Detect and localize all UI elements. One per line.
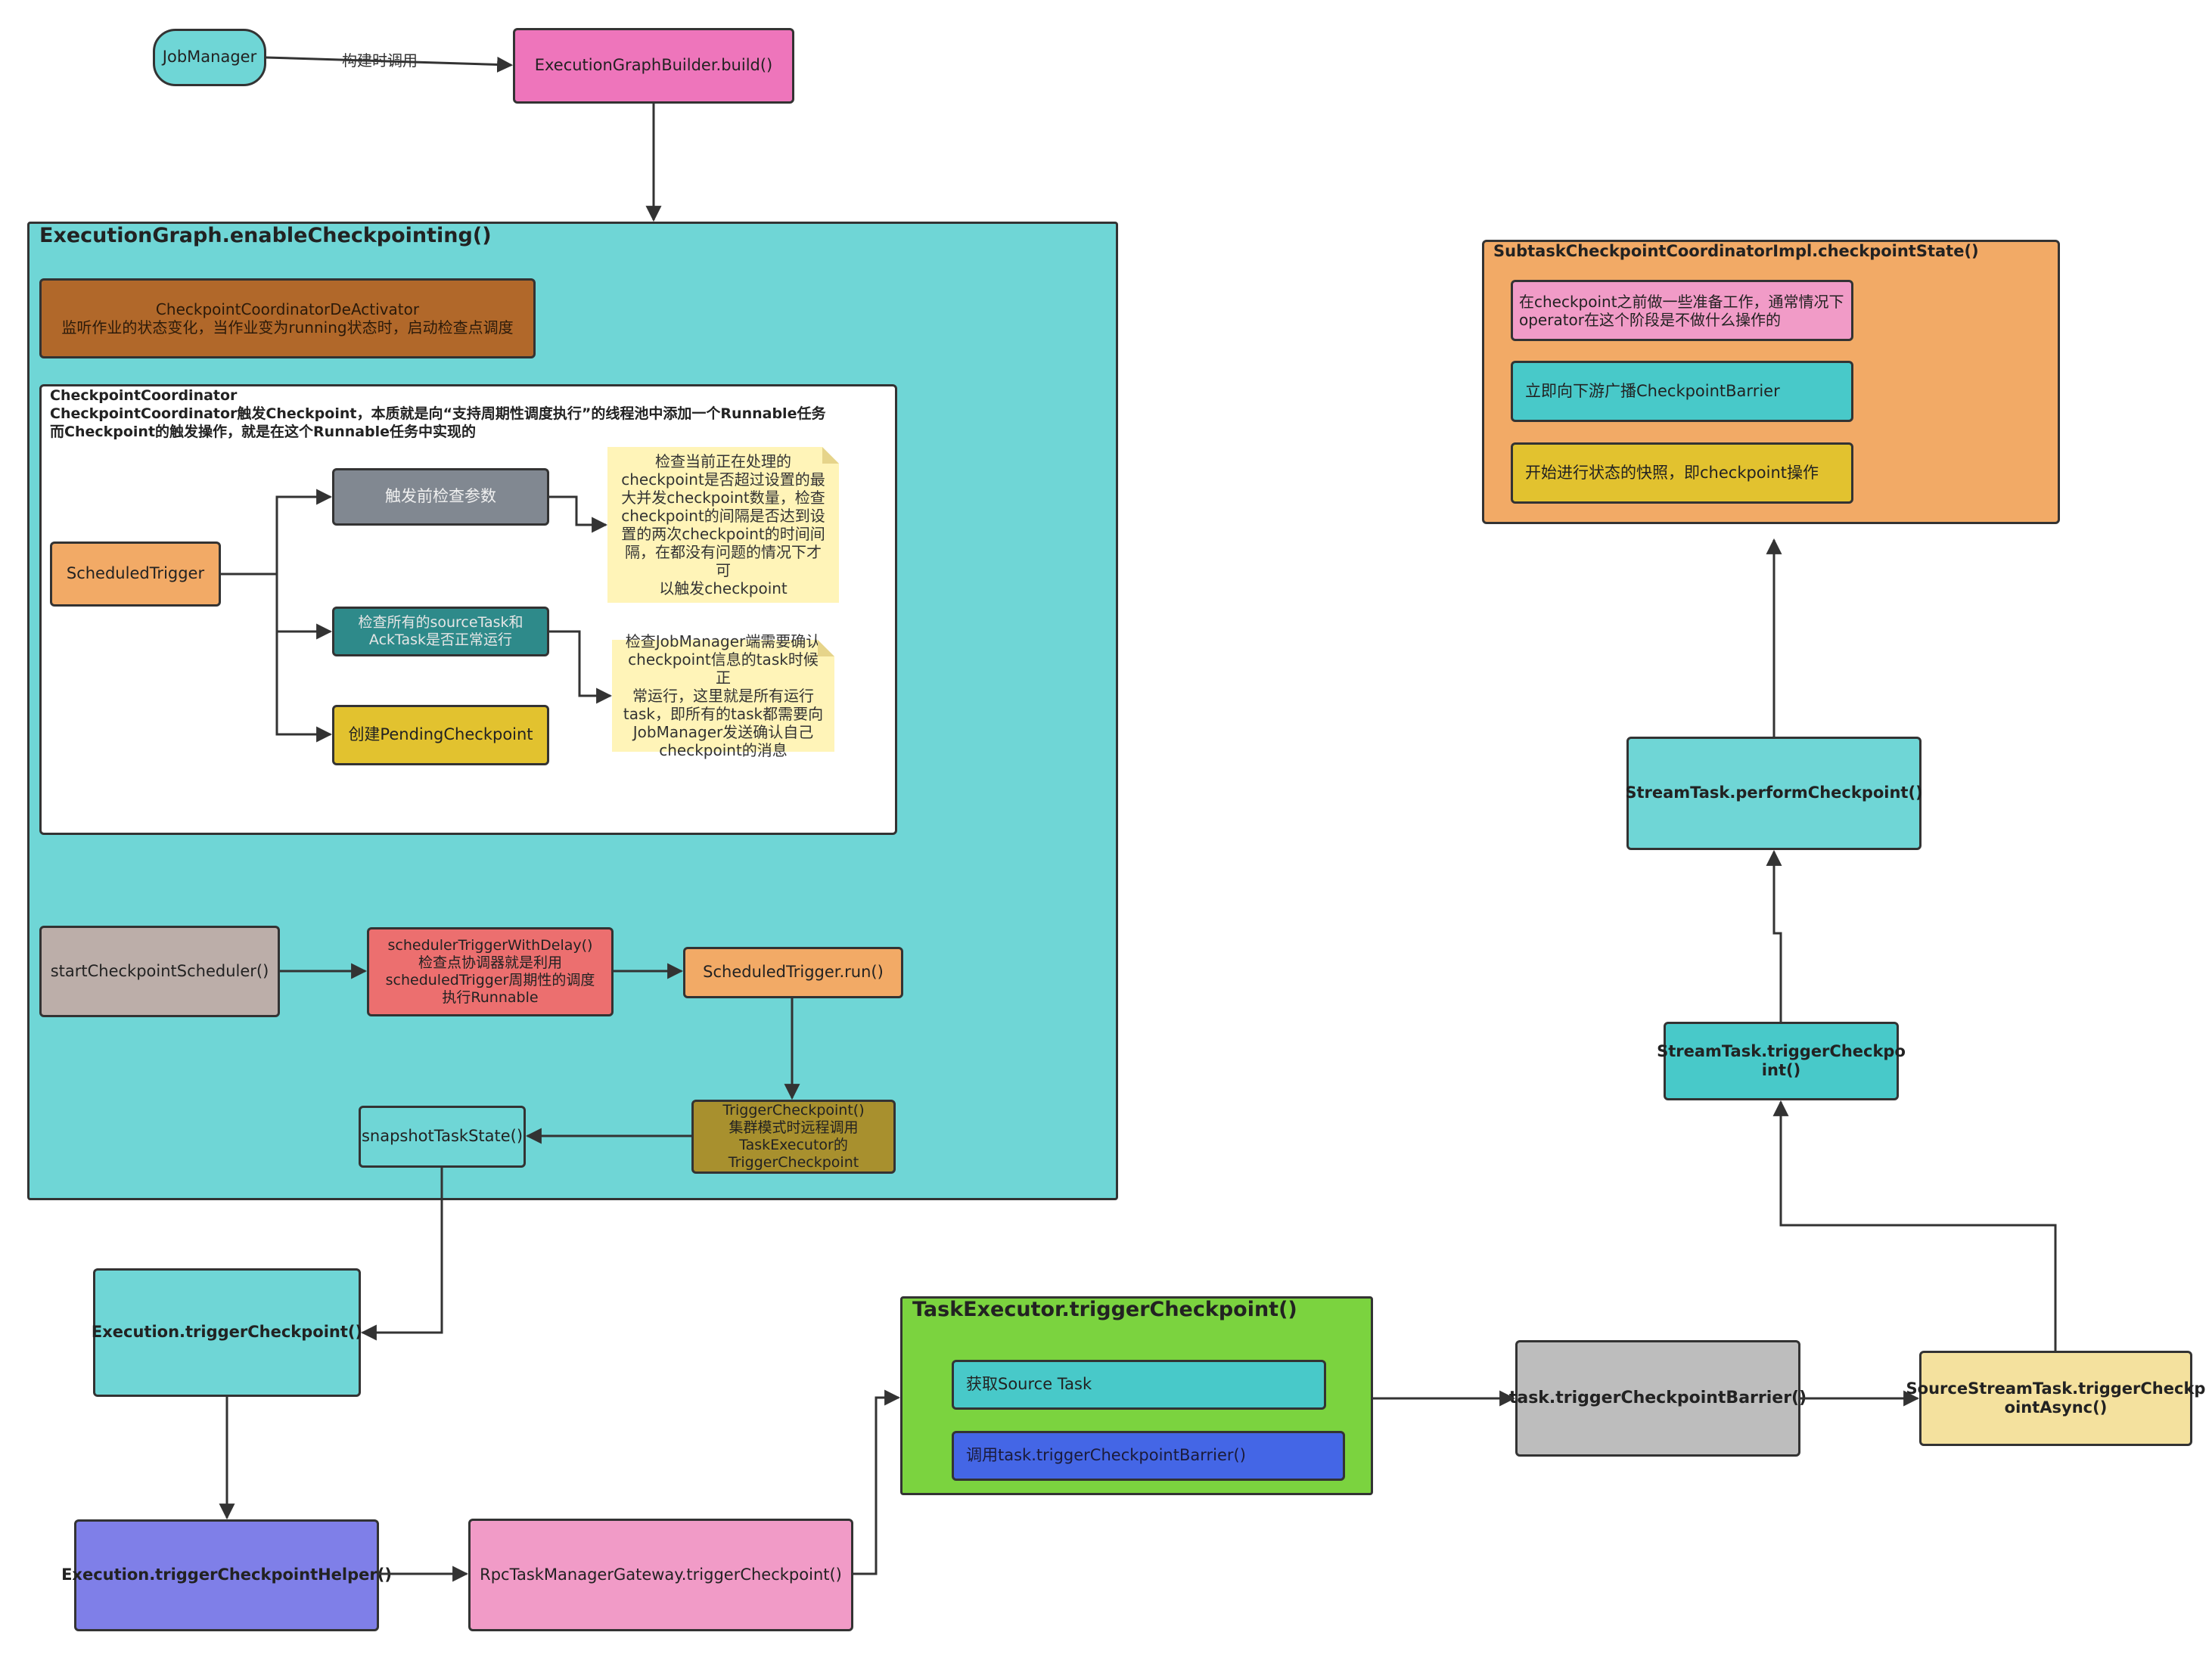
rpc-gateway-node[interactable]: RpcTaskManagerGateway.triggerCheckpoint(… xyxy=(468,1519,853,1631)
scheduled-run-node[interactable]: ScheduledTrigger.run() xyxy=(683,947,903,998)
perform-checkpoint-node[interactable]: StreamTask.performCheckpoint() xyxy=(1625,737,1923,850)
prepare-node[interactable]: 在checkpoint之前做一些准备工作，通常情况下 operator在这个阶段… xyxy=(1511,280,1853,341)
execution-trigger-helper-node[interactable]: Execution.triggerCheckpointHelper() xyxy=(61,1519,392,1631)
checkpoint-coordinator-title: CheckpointCoordinator CheckpointCoordina… xyxy=(50,387,826,440)
snapshot-start-node[interactable]: 开始进行状态的快照，即checkpoint操作 xyxy=(1511,442,1853,504)
check-params-node[interactable]: 触发前检查参数 xyxy=(332,468,549,526)
note-check-tasks-text: 检查JobManager端需要确认 checkpoint信息的task时候正 常… xyxy=(623,632,824,759)
subtask-coordinator-title: SubtaskCheckpointCoordinatorImpl.checkpo… xyxy=(1493,242,1979,260)
scheduler-delay-node[interactable]: schedulerTriggerWithDelay() 检查点协调器就是利用 s… xyxy=(367,927,614,1016)
execution-trigger-checkpoint-node[interactable]: Execution.triggerCheckpoint() xyxy=(92,1268,362,1397)
trigger-checkpoint-node[interactable]: TriggerCheckpoint() 集群模式时远程调用 TaskExecut… xyxy=(691,1100,896,1174)
stream-task-trigger-node[interactable]: StreamTask.triggerCheckpo int() xyxy=(1657,1022,1906,1100)
job-manager-node[interactable]: JobManager xyxy=(153,29,266,86)
edge-rpc-taskexecutor xyxy=(853,1389,901,1575)
note-fold-icon xyxy=(818,640,834,656)
edge-streamtrigger-perform xyxy=(1766,849,1782,1022)
note-check-tasks: 检查JobManager端需要确认 checkpoint信息的task时候正 常… xyxy=(612,632,834,759)
create-pending-node[interactable]: 创建PendingCheckpoint xyxy=(332,705,549,765)
edge-label-build: 构建时调用 xyxy=(340,48,419,70)
enable-checkpointing-title: ExecutionGraph.enableCheckpointing() xyxy=(39,224,492,247)
task-trigger-barrier-node[interactable]: task.triggerCheckpointBarrier() xyxy=(1509,1340,1807,1457)
deactivator-node[interactable]: CheckpointCoordinatorDeActivator 监听作业的状态… xyxy=(39,278,536,358)
note-check-params: 检查当前正在处理的 checkpoint是否超过设置的最 大并发checkpoi… xyxy=(607,447,839,603)
snapshot-task-state-node[interactable]: snapshotTaskState() xyxy=(359,1106,526,1168)
note-check-params-text: 检查当前正在处理的 checkpoint是否超过设置的最 大并发checkpoi… xyxy=(621,452,825,597)
edge-source-streamtrigger xyxy=(1772,1100,2057,1351)
start-scheduler-node[interactable]: startCheckpointScheduler() xyxy=(39,926,280,1017)
task-executor-title: TaskExecutor.triggerCheckpoint() xyxy=(912,1298,1297,1321)
check-tasks-node[interactable]: 检查所有的sourceTask和 AckTask是否正常运行 xyxy=(332,607,549,656)
scheduled-trigger-node[interactable]: ScheduledTrigger xyxy=(50,542,221,607)
note-fold-icon xyxy=(822,447,839,464)
call-barrier-node[interactable]: 调用task.triggerCheckpointBarrier() xyxy=(952,1431,1345,1481)
get-source-task-node[interactable]: 获取Source Task xyxy=(952,1360,1326,1410)
execution-graph-builder-node[interactable]: ExecutionGraphBuilder.build() xyxy=(513,28,794,104)
source-stream-task-node[interactable]: SourceStreamTask.triggerCheckp ointAsync… xyxy=(1906,1351,2205,1446)
broadcast-barrier-node[interactable]: 立即向下游广播CheckpointBarrier xyxy=(1511,361,1853,422)
